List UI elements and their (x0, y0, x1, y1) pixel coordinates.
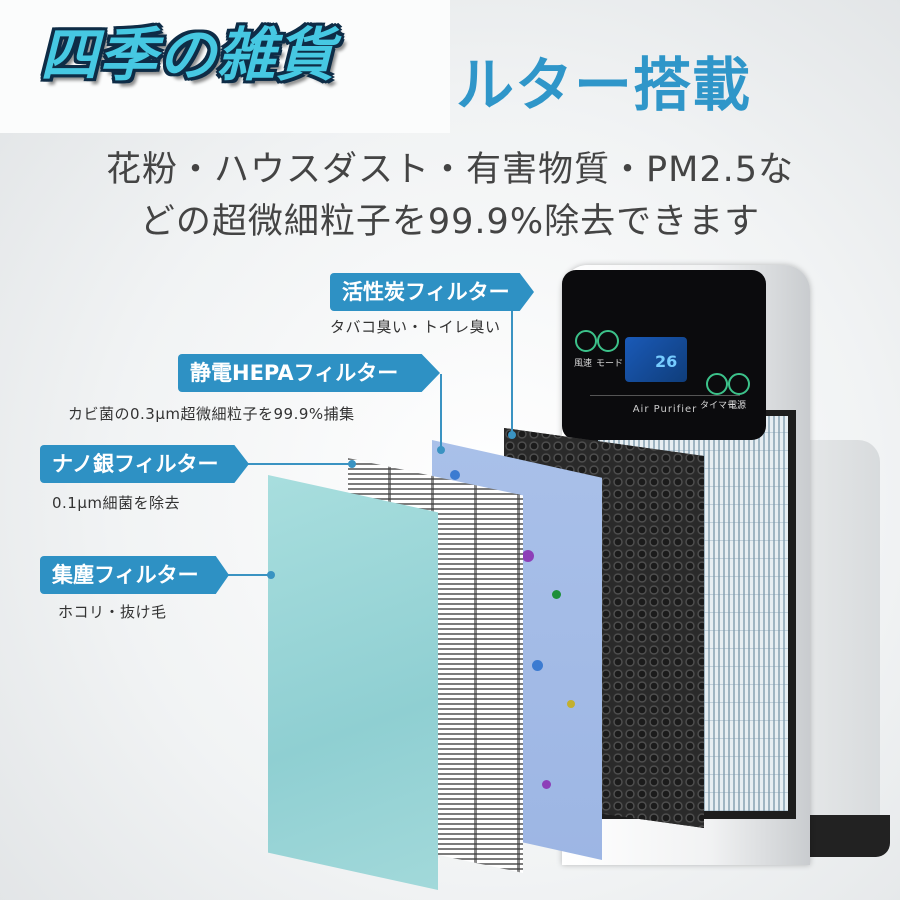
leader-dot-dust (267, 571, 275, 579)
desc-hepa: カビ菌の0.3μm超微細粒子を99.9%捕集 (68, 405, 355, 423)
leader-line-nano (246, 463, 354, 465)
shop-brand-logo: 四季の雑貨 (40, 21, 336, 89)
germ-icon (532, 660, 543, 671)
display-value: 26 (655, 352, 678, 371)
desc-dust-collection: ホコリ・抜け毛 (58, 603, 167, 621)
brand-plate: Air Purifier (590, 395, 740, 424)
desc-activated-carbon: タバコ臭い・トイレ臭い (330, 318, 501, 336)
desc-nano-silver: 0.1μm細菌を除去 (52, 494, 181, 512)
wind-speed-label: 風速 (574, 359, 593, 369)
leader-line-dust (222, 574, 272, 576)
germ-icon (542, 780, 551, 789)
mode-label: モード (596, 359, 624, 369)
leader-line-hepa (440, 374, 442, 450)
brand-plate-text: Air Purifier (632, 404, 698, 415)
leader-line-carbon (511, 308, 513, 436)
leader-dot-hepa (437, 446, 445, 454)
label-dust-collection: 集塵フィルター (40, 556, 229, 594)
power-button[interactable] (728, 373, 750, 395)
label-nano-silver: ナノ銀フィルター (40, 445, 249, 483)
leader-dot-carbon (508, 431, 516, 439)
subtext-line-1: 花粉・ハウスダスト・有害物質・PM2.5な (106, 150, 794, 190)
germ-icon (450, 470, 460, 480)
label-activated-carbon: 活性炭フィルター (330, 273, 534, 311)
wind-speed-button[interactable] (575, 330, 597, 352)
germ-icon (567, 700, 575, 708)
brand-box: 四季の雑貨 (0, 0, 450, 133)
headline: ルター搭載 (456, 51, 752, 119)
subtext-line-2: どの超微細粒子を99.9%除去できます (139, 202, 761, 242)
power-label: 電源 (728, 401, 747, 411)
germ-icon (522, 550, 534, 562)
label-hepa: 静電HEPAフィルター (178, 354, 440, 392)
dust-collection-filter (268, 475, 438, 890)
germ-icon (552, 590, 561, 599)
timer-label: タイマー (700, 401, 737, 411)
timer-button[interactable] (706, 373, 728, 395)
lcd-display (625, 337, 687, 382)
leader-dot-nano (348, 460, 356, 468)
mode-button[interactable] (597, 330, 619, 352)
